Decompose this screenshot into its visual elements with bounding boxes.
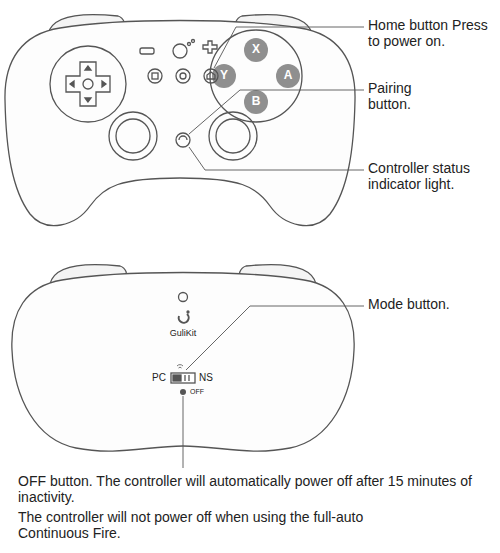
- callout-label: Home button Press to power on.: [368, 18, 488, 49]
- callout-label: Mode button.: [368, 297, 488, 313]
- button-letter: Y: [220, 69, 228, 82]
- button-letter: B: [252, 95, 261, 108]
- switch-label: PC: [152, 372, 166, 383]
- callout-label: Pairing button.: [368, 81, 438, 112]
- brand-logo-text: GuliKit: [170, 328, 197, 338]
- callout-label: Controller status indicator light.: [368, 161, 482, 192]
- button-letter: X: [252, 43, 260, 56]
- switch-label: NS: [199, 372, 213, 383]
- note-text: The controller will not power off when u…: [18, 510, 368, 541]
- note-text: OFF button. The controller will automati…: [18, 474, 492, 505]
- switch-label: OFF: [190, 388, 204, 396]
- button-letter: A: [284, 69, 293, 82]
